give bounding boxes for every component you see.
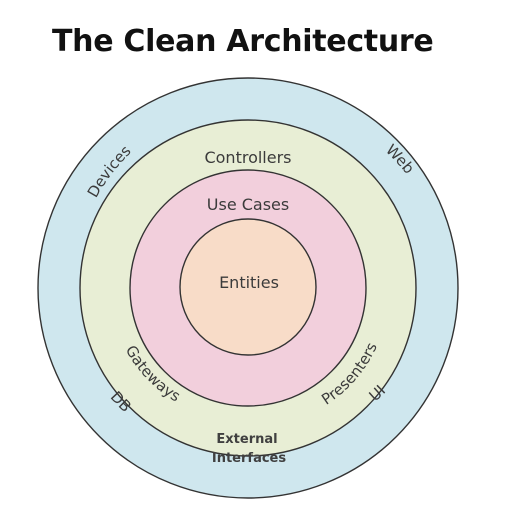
page-title: The Clean Architecture <box>52 24 434 59</box>
entities-core <box>179 218 317 356</box>
external-interfaces-line2: Interfaces <box>212 451 286 466</box>
external-interfaces-line1: External <box>216 432 277 447</box>
entities-label: Entities <box>219 273 279 292</box>
controllers-label: Controllers <box>204 148 291 167</box>
use-cases-label: Use Cases <box>207 195 289 214</box>
